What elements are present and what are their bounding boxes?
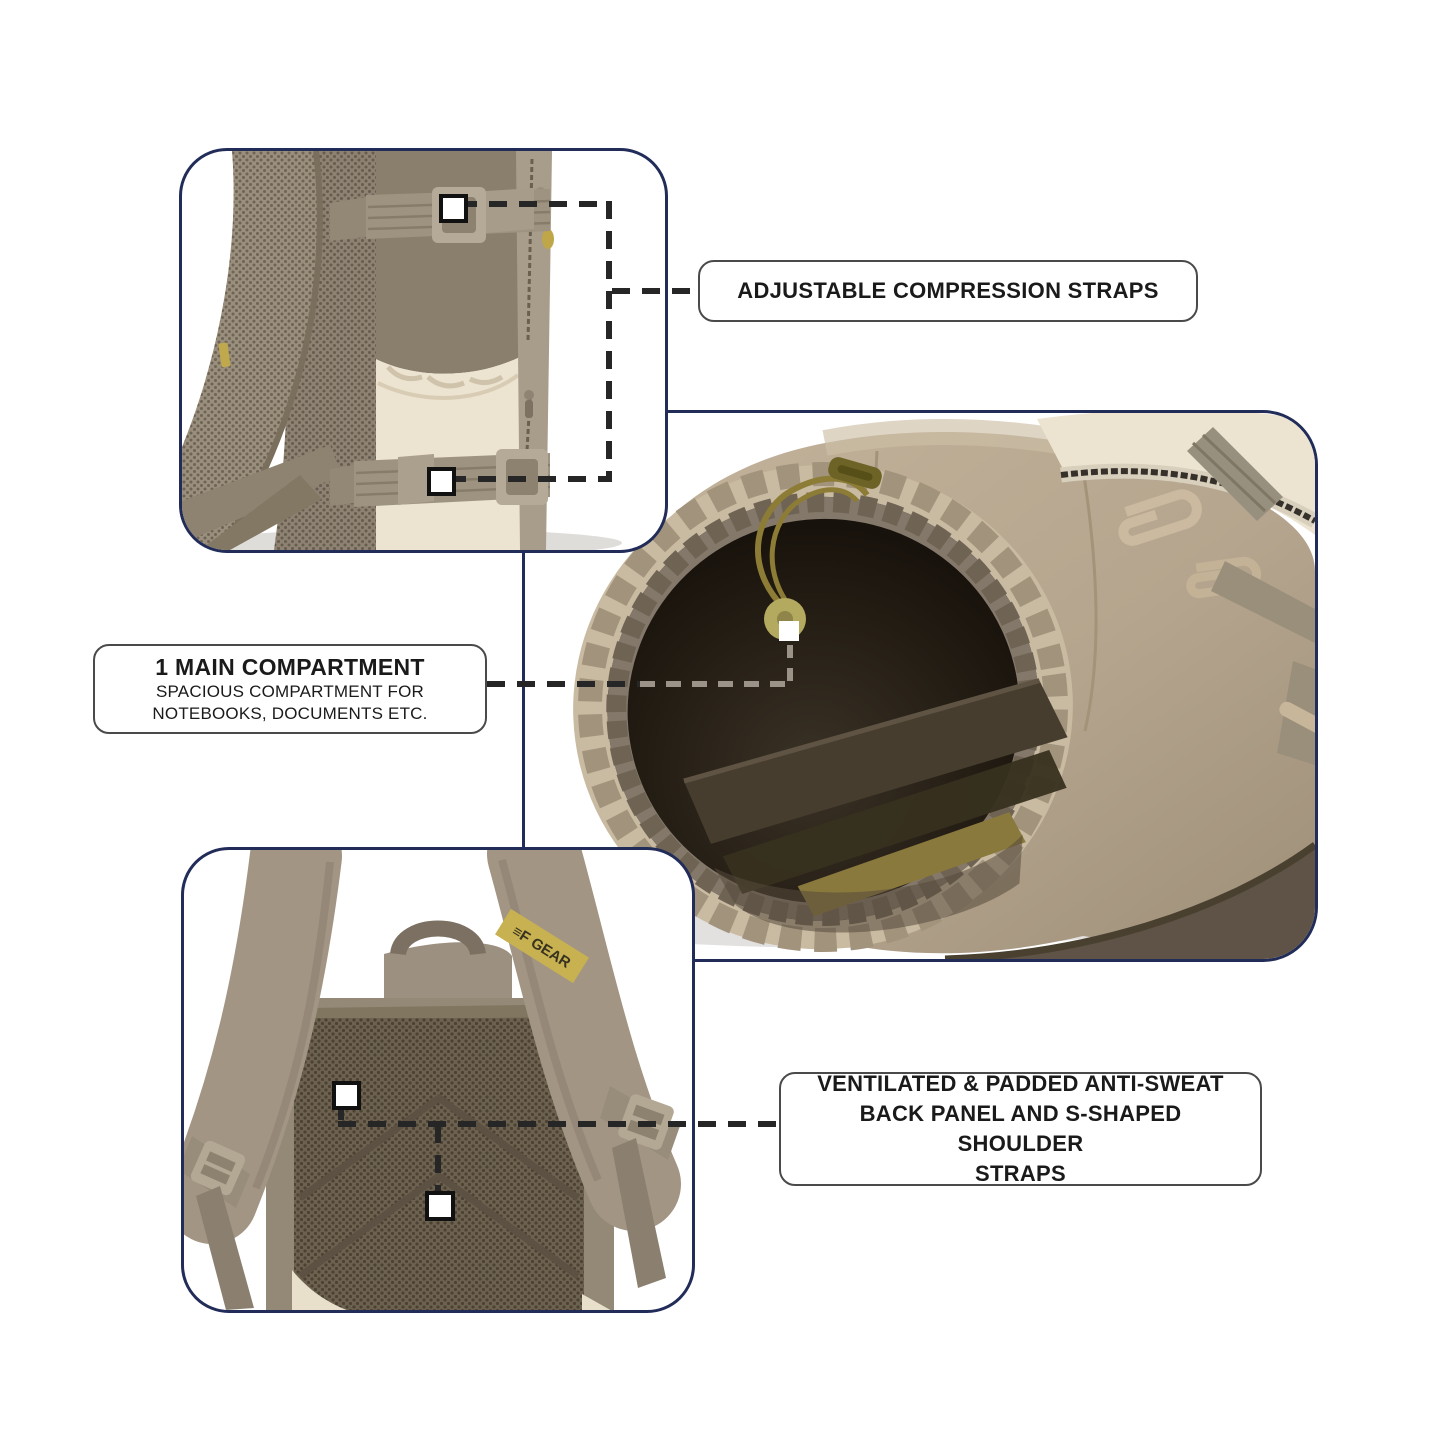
bag-body-top <box>376 151 520 374</box>
backpack-back-photo: ≡F GEAR <box>184 850 681 1310</box>
callout-back-line1: VENTILATED & PADDED ANTI-SWEAT <box>817 1071 1224 1096</box>
left-webbing-tail <box>196 1186 254 1310</box>
rolltop-mouth <box>573 462 1073 952</box>
strap-mesh-texture <box>182 151 320 550</box>
divider-edge <box>683 678 1041 784</box>
webbing-strap-1 <box>1187 427 1283 521</box>
connector-strap-top-h <box>459 201 612 207</box>
callout-back-panel: VENTILATED & PADDED ANTI-SWEAT BACK PANE… <box>779 1071 1262 1186</box>
left-ladder-buckle <box>190 1140 246 1196</box>
front-zipper <box>526 158 534 342</box>
webbing-texture-1 <box>1191 433 1277 513</box>
right-shoulder-strap <box>487 850 681 1231</box>
drawcord-2 <box>769 487 859 617</box>
marker-main-compartment <box>779 621 799 641</box>
rolltop-opening-photo <box>573 413 1315 959</box>
marker-strap-top <box>439 194 468 223</box>
interior-sheen <box>714 834 1023 933</box>
canvas-seam-2 <box>1079 456 1098 732</box>
connector-strap-bottom-h <box>448 476 612 482</box>
interior-olive-strap <box>797 812 1026 917</box>
cream-corner-right <box>582 1294 611 1310</box>
zip-slider <box>524 390 534 400</box>
right-webbing-tail <box>612 1138 666 1288</box>
marker-back-panel-lower <box>425 1191 455 1221</box>
side-buckle-bar <box>1279 701 1315 740</box>
connector-to-compression-callout <box>612 288 698 294</box>
bag-underside <box>945 845 1315 959</box>
laptop-divider <box>683 680 1068 844</box>
callout-compression-label: ADJUSTABLE COMPRESSION STRAPS <box>737 278 1159 303</box>
pocket-gathers <box>386 365 504 389</box>
callout-compression-straps: ADJUSTABLE COMPRESSION STRAPS <box>698 260 1198 322</box>
webbing-tail-1 <box>182 445 342 541</box>
connector-main-dark <box>487 681 640 687</box>
chevron-seam-1 <box>297 1093 581 1201</box>
main-compartment-photo-panel <box>522 410 1318 962</box>
connector-to-back-callout <box>338 1121 779 1127</box>
webbing-strap-2 <box>1211 561 1315 643</box>
left-strap-crease <box>252 861 334 1190</box>
connector-back-v2 <box>435 1125 441 1191</box>
strap-yellow-tag <box>218 342 231 368</box>
callout-main-subtitle-line2: NOTEBOOKS, DOCUMENTS ETC. <box>152 704 428 723</box>
marker-strap-bottom <box>427 467 456 496</box>
connector-back-v1 <box>338 1102 344 1126</box>
side-view-photo-panel <box>179 148 668 553</box>
zipper-pull-bottom <box>525 400 533 418</box>
zipper-coil <box>1060 468 1315 524</box>
brass-zip-tag <box>542 229 554 249</box>
back-view-photo-panel: ≡F GEAR <box>181 847 695 1313</box>
right-strap-crease <box>498 858 602 1182</box>
marker-back-panel-upper <box>332 1081 361 1110</box>
webbing-tail-2 <box>200 475 322 550</box>
pocket-opening <box>377 373 520 400</box>
cream-corner-left <box>292 1270 347 1310</box>
rim-gathers-outer <box>578 462 1068 952</box>
divider-fold <box>722 749 1067 895</box>
cord-toggle <box>828 457 882 489</box>
connector-strap-vertical <box>606 201 612 482</box>
callout-back-line2: BACK PANEL AND S-SHAPED SHOULDER <box>859 1101 1182 1156</box>
backpack-side-photo <box>182 151 622 550</box>
connector-main-vertical <box>787 645 793 685</box>
hook-buckle-1 <box>1118 489 1202 546</box>
callout-main-subtitle-line1: SPACIOUS COMPARTMENT FOR <box>155 682 424 701</box>
connector-main-light <box>640 681 793 687</box>
underside-edge <box>944 842 1315 959</box>
callout-back-line3: STRAPS <box>974 1161 1067 1186</box>
callout-main-title: 1 MAIN COMPARTMENT <box>155 654 425 680</box>
callout-main-compartment: 1 MAIN COMPARTMENT SPACIOUS COMPARTMENT … <box>93 644 487 734</box>
haul-handle <box>390 920 486 957</box>
